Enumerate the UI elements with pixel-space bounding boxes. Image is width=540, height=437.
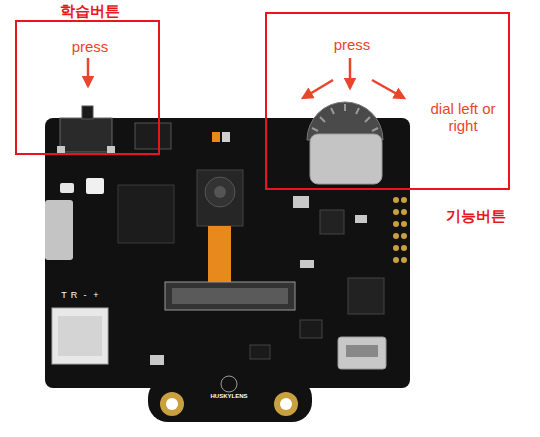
component xyxy=(300,260,314,268)
instruction-text: press xyxy=(334,36,371,53)
chip xyxy=(300,320,322,338)
component xyxy=(60,183,74,193)
button-title: 기능버튼 xyxy=(446,207,506,224)
button-leg xyxy=(57,146,65,154)
button-body xyxy=(60,118,112,152)
ribbon xyxy=(208,226,231,282)
pin-label: - xyxy=(84,291,87,300)
dial-body xyxy=(310,134,382,184)
camera xyxy=(197,170,243,226)
mount-hole-center xyxy=(166,398,178,410)
mount-hole xyxy=(160,392,184,416)
brand-label: HUSKYLENS xyxy=(210,393,247,399)
instruction-text: press xyxy=(72,38,109,55)
logo xyxy=(221,376,237,392)
lens xyxy=(205,177,235,207)
pad-row xyxy=(393,197,407,263)
led xyxy=(212,132,220,142)
component xyxy=(293,196,309,208)
button-plunger xyxy=(82,106,93,119)
dial-arrow xyxy=(303,80,333,98)
dial-arrow xyxy=(372,80,404,98)
chip xyxy=(348,278,384,314)
lens-center xyxy=(214,186,226,198)
press-arrow xyxy=(349,58,352,88)
component xyxy=(355,215,367,223)
led xyxy=(222,132,230,142)
fpc-connector xyxy=(165,282,295,310)
chip xyxy=(135,123,171,149)
micro-usb xyxy=(338,337,386,369)
dial-ridges xyxy=(312,104,378,131)
jst-inner xyxy=(58,316,102,356)
callout-box: 학습버튼press xyxy=(15,20,160,155)
pin-label: + xyxy=(93,291,98,300)
mount-hole xyxy=(274,392,298,416)
board xyxy=(45,118,410,388)
component xyxy=(86,178,104,194)
fpc-inner xyxy=(172,288,288,304)
instruction-text: dial left or right xyxy=(424,100,502,135)
sd-slot xyxy=(45,200,73,260)
press-arrow xyxy=(87,58,90,86)
chip xyxy=(320,210,344,234)
pin-label: T xyxy=(61,291,67,300)
chip xyxy=(250,345,270,359)
jst-connector xyxy=(52,308,108,364)
callout-box: pressdial left or right기능버튼 xyxy=(265,12,510,190)
pin-label: R xyxy=(71,291,78,300)
micro-usb-port xyxy=(346,345,378,357)
button-leg xyxy=(107,146,115,154)
component xyxy=(150,355,164,365)
mount-hole-center xyxy=(280,398,292,410)
processor xyxy=(118,185,174,243)
button-title: 학습버튼 xyxy=(60,2,120,19)
